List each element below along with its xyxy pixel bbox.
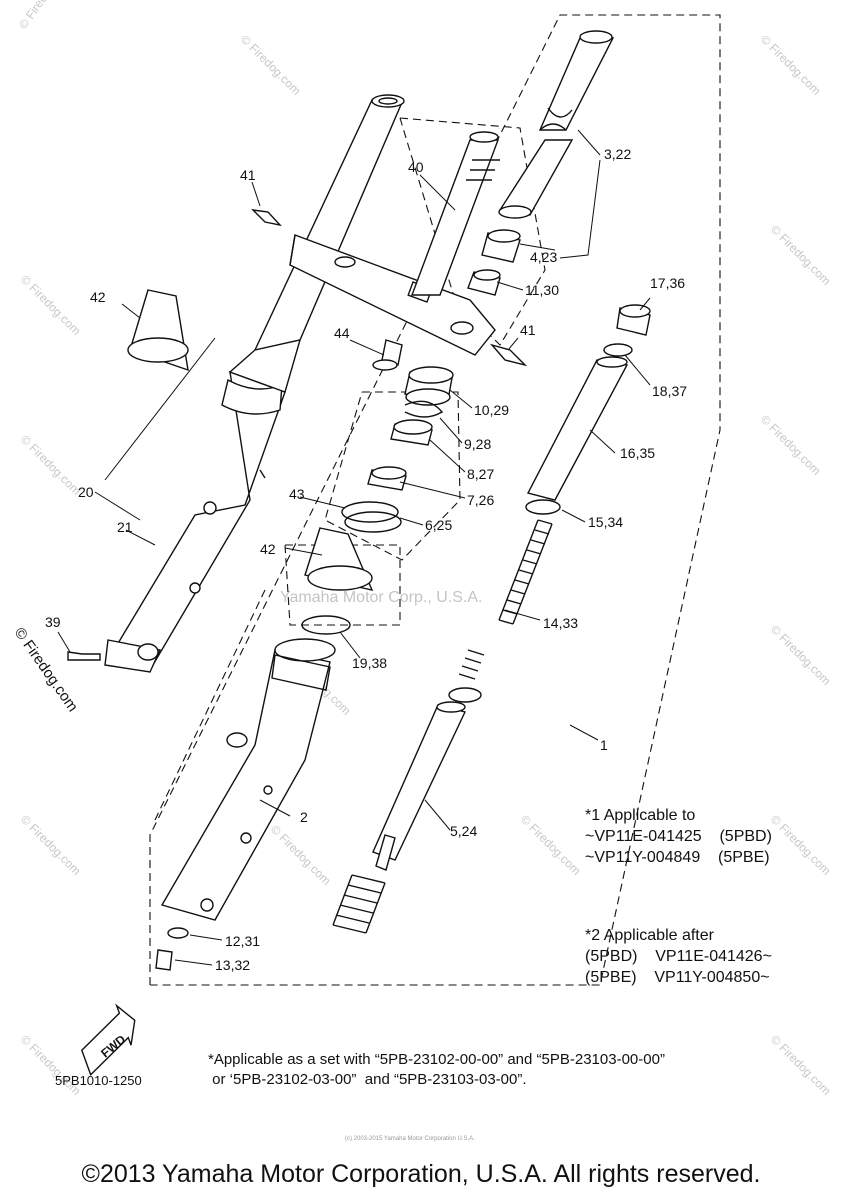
note-line: (5PBE) VP11Y-004850~ (585, 969, 770, 986)
copyright-footer: ©2013 Yamaha Motor Corporation, U.S.A. A… (81, 1160, 761, 1188)
callout-1: 1 (600, 737, 608, 753)
outer-tube-outline (284, 544, 401, 626)
left-outer-tube (106, 370, 286, 671)
o-ring (603, 343, 633, 357)
assembly-1-outline (149, 14, 721, 986)
callout-11-30: 11,30 (525, 282, 559, 298)
firedog-watermark: © Firedog.com (238, 32, 304, 98)
callout-41-right: 41 (520, 322, 536, 338)
note-line: (5PBD) VP11E-041426~ (585, 948, 772, 965)
rebound-spring (332, 874, 386, 934)
callout-15-34: 15,34 (588, 514, 623, 530)
callout-8-27: 8,27 (467, 466, 494, 482)
fork-spring (498, 519, 553, 625)
callout-16-35: 16,35 (620, 445, 655, 461)
callout-4-23: 4,23 (530, 249, 557, 265)
callout-20: 20 (78, 484, 94, 500)
note-line: ~VP11Y-004849 (5PBE) (585, 849, 770, 866)
spacer (526, 359, 629, 501)
callout-42-lower: 42 (260, 541, 276, 557)
callout-17-36: 17,36 (650, 275, 685, 291)
lower-outer-tube (160, 649, 331, 921)
firedog-watermark: © Firedog.com (518, 812, 584, 878)
callout-10-29: 10,29 (474, 402, 509, 418)
diagram-code: 5PB1010-1250 (55, 1073, 142, 1088)
callout-6-25: 6,25 (425, 517, 452, 533)
firedog-watermark: © Firedog.com (768, 222, 834, 288)
note-line: *1 Applicable to (585, 807, 696, 824)
callout-3-22: 3,22 (604, 146, 631, 162)
callout-39: 39 (45, 614, 61, 630)
set-applicability-note: *Applicable as a set with “5PB-23102-00-… (208, 1050, 665, 1090)
callout-labels: 41 40 3,22 42 4,23 11,30 17,36 44 41 18,… (45, 146, 687, 973)
washer (525, 499, 561, 515)
firedog-watermark: © Firedog.com (758, 412, 824, 478)
fwd-arrow-icon: FWD (80, 1003, 136, 1076)
callout-41: 41 (240, 167, 256, 183)
outer-tube-top (538, 37, 615, 131)
firedog-watermark: © Firedog.com (768, 1032, 834, 1098)
callout-14-33: 14,33 (543, 615, 578, 631)
callout-18-37: 18,37 (652, 383, 687, 399)
center-watermark: Yamaha Motor Corp., U.S.A. (280, 589, 482, 606)
drain-bolt (381, 339, 403, 366)
parts (67, 30, 651, 971)
firedog-watermark: © Firedog.com (16, 0, 73, 32)
firedog-watermark: © Firedog.com (18, 1032, 84, 1098)
firedog-watermark: © Firedog.com (18, 432, 84, 498)
set-note-line: or ‘5PB-23102-03-00” and “5PB-23103-03-0… (208, 1071, 527, 1088)
firedog-watermark: © Firedog.com (758, 32, 824, 98)
left-tube-cap (371, 94, 405, 108)
set-note-line: *Applicable as a set with “5PB-23102-00-… (208, 1051, 665, 1068)
callout-5-24: 5,24 (450, 823, 477, 839)
applicable-after-note: *2 Applicable after (5PBD) VP11E-041426~… (585, 925, 772, 988)
firedog-watermark: © Firedog.com (268, 822, 334, 888)
tiny-copyright: (c) 2003-2015 Yamaha Motor Corporation U… (345, 1136, 475, 1142)
leader-lines (57, 129, 651, 966)
callout-2: 2 (300, 809, 308, 825)
firedog-watermark: © Firedog.com (18, 272, 84, 338)
firedog-watermark: © Firedog.com (768, 812, 834, 878)
firedog-watermark: © Firedog.com (18, 812, 84, 878)
callout-21: 21 (117, 519, 133, 535)
lower-bracket (289, 234, 496, 356)
callout-19-38: 19,38 (352, 655, 387, 671)
lower-outline (154, 589, 266, 821)
callout-43: 43 (289, 486, 305, 502)
callout-9-28: 9,28 (464, 436, 491, 452)
callout-44: 44 (334, 325, 350, 341)
note-line: *2 Applicable after (585, 927, 714, 944)
note-line: ~VP11E-041425 (5PBD) (585, 828, 772, 845)
callout-7-26: 7,26 (467, 492, 494, 508)
callout-13-32: 13,32 (215, 957, 250, 973)
callout-12-31: 12,31 (225, 933, 260, 949)
callout-40: 40 (408, 159, 424, 175)
applicable-to-note: *1 Applicable to ~VP11E-041425 (5PBD) ~V… (585, 805, 772, 868)
retaining-clip (404, 400, 444, 418)
firedog-logo-text: © Firedog.com (11, 625, 81, 716)
callout-42: 42 (90, 289, 106, 305)
firedog-watermark: © Firedog.com (768, 622, 834, 688)
